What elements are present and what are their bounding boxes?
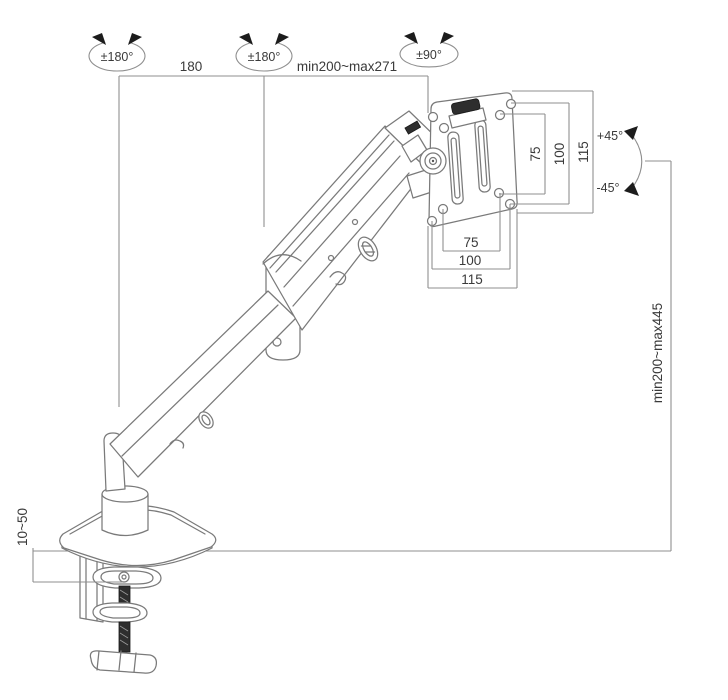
rotation-head-label: ±90°	[416, 48, 442, 62]
cable-hook-icon	[357, 236, 379, 262]
tilt-hinge	[419, 147, 447, 175]
dim-vesa-horizontal: 75 100 115	[427, 193, 518, 289]
head-screw	[404, 120, 422, 135]
arrow-left-icon	[239, 33, 253, 45]
riser-column	[101, 493, 149, 537]
arrow-left-icon	[92, 33, 106, 45]
dim-vesa-vertical: 75 100 115	[499, 90, 594, 214]
cable-clip-icon	[198, 411, 214, 429]
rotation-elbow-swivel: ±180°	[235, 33, 293, 72]
rotation-elbow-label: ±180°	[248, 50, 281, 64]
dim-desk-thickness: 10~50	[15, 508, 123, 583]
dim-vesa-v100-label: 100	[552, 143, 567, 166]
rotation-base-swivel: ±180°	[88, 33, 146, 72]
dim-vesa-h100-label: 100	[459, 253, 482, 268]
dim-vesa-h75-label: 75	[463, 235, 478, 250]
vesa-plate	[419, 92, 518, 228]
dim-arm-length: 180 min200~max271	[118, 59, 429, 407]
dim-thickness-label: 10~50	[15, 508, 30, 546]
desk-clamp-base	[59, 432, 217, 674]
arrow-up-icon	[624, 126, 638, 140]
rotation-base-label: ±180°	[101, 50, 134, 64]
dim-vesa-v115-label: 115	[576, 141, 591, 163]
clamp-screw-rod	[118, 585, 131, 605]
arrow-right-icon	[275, 33, 289, 45]
dim-height-label: min200~max445	[650, 303, 665, 403]
dim-vesa-v75-label: 75	[528, 146, 543, 161]
gas-spring-arm	[262, 125, 431, 331]
arrow-left-icon	[404, 32, 418, 44]
upper-arm	[262, 110, 442, 331]
dim-reach-label: min200~max271	[297, 59, 397, 74]
clamp-knob	[89, 650, 157, 674]
lower-arm	[109, 251, 301, 478]
dim-180-label: 180	[180, 59, 203, 74]
dimension-annotations: 180 min200~max271 ±180° ±180° ±90° 7	[15, 32, 665, 583]
dim-vesa-h115-label: 115	[461, 272, 483, 287]
tilt-down-label: -45°	[596, 181, 619, 195]
rotation-head-swivel: ±90°	[399, 32, 459, 68]
vesa-slot-left	[447, 131, 464, 205]
clamp-lower-jaw	[92, 602, 148, 623]
tilt-range-annotation: +45° -45°	[596, 126, 643, 196]
lower-arm-tube	[109, 290, 297, 478]
tilt-up-label: +45°	[597, 129, 623, 143]
arrow-down-icon	[624, 182, 639, 196]
vesa-slot-right	[474, 119, 491, 193]
arrow-right-icon	[128, 33, 142, 45]
thumbscrew-knob	[451, 98, 481, 115]
arrow-right-icon	[440, 32, 454, 44]
